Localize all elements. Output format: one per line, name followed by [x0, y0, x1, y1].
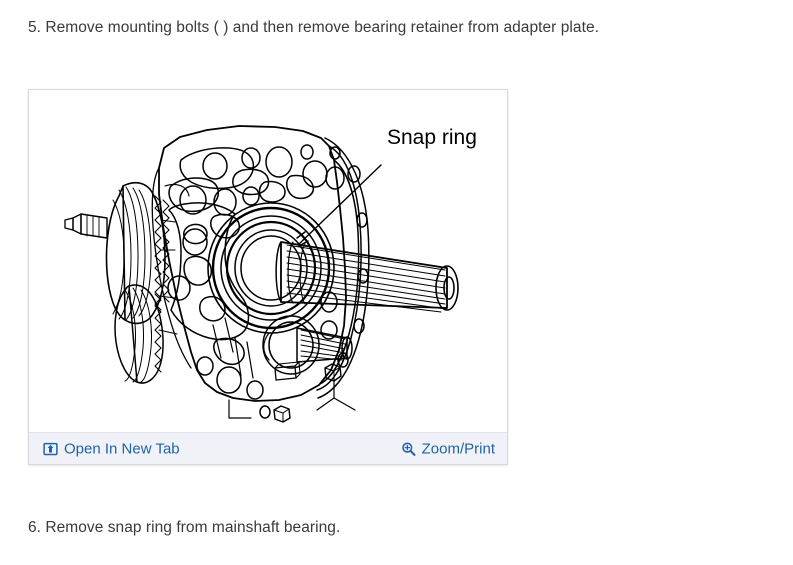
step-6-text: 6. Remove snap ring from mainshaft beari… — [28, 519, 341, 536]
figure-toolbar: Open In New Tab Zoom/Print — [29, 432, 507, 464]
open-in-new-tab-label: Open In New Tab — [64, 440, 180, 457]
zoom-print-label: Zoom/Print — [421, 440, 495, 457]
zoom-print-link[interactable]: Zoom/Print — [401, 441, 495, 456]
open-in-new-tab-link[interactable]: Open In New Tab — [43, 441, 180, 456]
open-in-new-tab-icon — [43, 441, 58, 456]
transmission-line-drawing: Snap ring — [29, 90, 507, 434]
magnifier-plus-icon — [401, 441, 416, 456]
callout-label-snap-ring: Snap ring — [387, 126, 477, 149]
figure-image[interactable]: Snap ring — [29, 90, 507, 434]
step-5-text: 5. Remove mounting bolts ( ) and then re… — [28, 19, 599, 36]
figure-card: Snap ring Open In New Tab — [28, 89, 508, 465]
